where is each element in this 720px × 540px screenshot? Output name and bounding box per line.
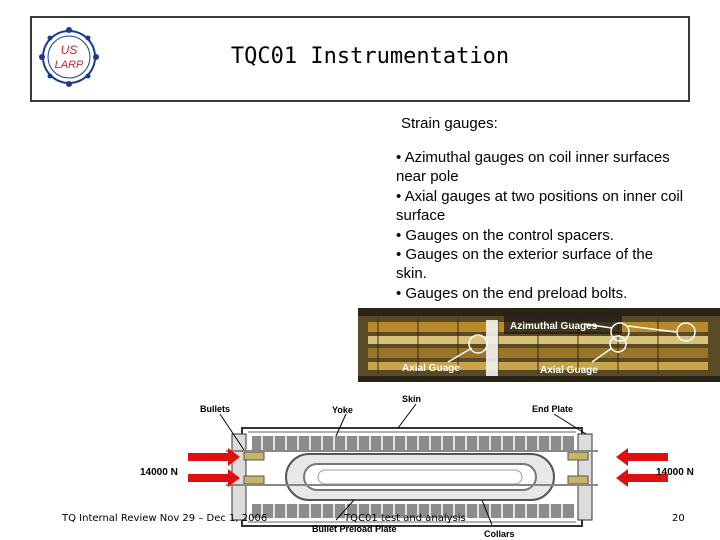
strain-gauge-photo: Azimuthal Guages Axial Guage Axial Guage xyxy=(358,308,720,382)
list-item: • Azimuthal gauges on coil inner surface… xyxy=(396,149,670,186)
label-bullets: Bullets xyxy=(200,404,230,414)
axial-gauge-label-right: Axial Guage xyxy=(540,365,598,376)
list-item: • Gauges on the end preload bolts. xyxy=(396,284,628,302)
axial-gauge-label-left: Axial Guage xyxy=(402,363,460,374)
label-skin: Skin xyxy=(402,394,421,404)
label-collars: Collars xyxy=(484,529,515,539)
footer-review-info: TQ Internal Review Nov 29 – Dec 1, 2006 xyxy=(62,513,268,524)
label-yoke: Yoke xyxy=(332,405,353,415)
azimuthal-gauges-label: Azimuthal Guages xyxy=(510,321,598,332)
us-larp-logo: US LARP xyxy=(39,27,99,87)
title-frame xyxy=(30,16,690,102)
logo-text-us: US xyxy=(61,43,78,57)
label-end-plate: End Plate xyxy=(532,404,573,414)
list-item: • Gauges on the control spacers. xyxy=(396,226,614,244)
label-force-left: 14000 N xyxy=(140,467,178,478)
logo-text-larp: LARP xyxy=(55,59,84,71)
magnet-cross-section-diagram: Bullets Yoke Skin End Plate 14000 N 1400… xyxy=(140,394,694,539)
footer-topic: TQC01 test and analysis xyxy=(344,513,466,524)
list-item: • Axial gauges at two positions on inner… xyxy=(396,187,684,225)
list-item: • Gauges on the exterior surface of the … xyxy=(396,246,654,283)
strain-gauge-list: • Azimuthal gauges on coil inner surface… xyxy=(396,148,688,303)
page-number: 20 xyxy=(672,513,685,524)
strain-gauges-heading: Strain gauges: xyxy=(401,115,498,132)
slide-title: TQC01 Instrumentation xyxy=(230,44,510,69)
label-force-right: 14000 N xyxy=(656,467,694,478)
label-bullet-preload-plate: Bullet Preload Plate xyxy=(312,524,397,534)
